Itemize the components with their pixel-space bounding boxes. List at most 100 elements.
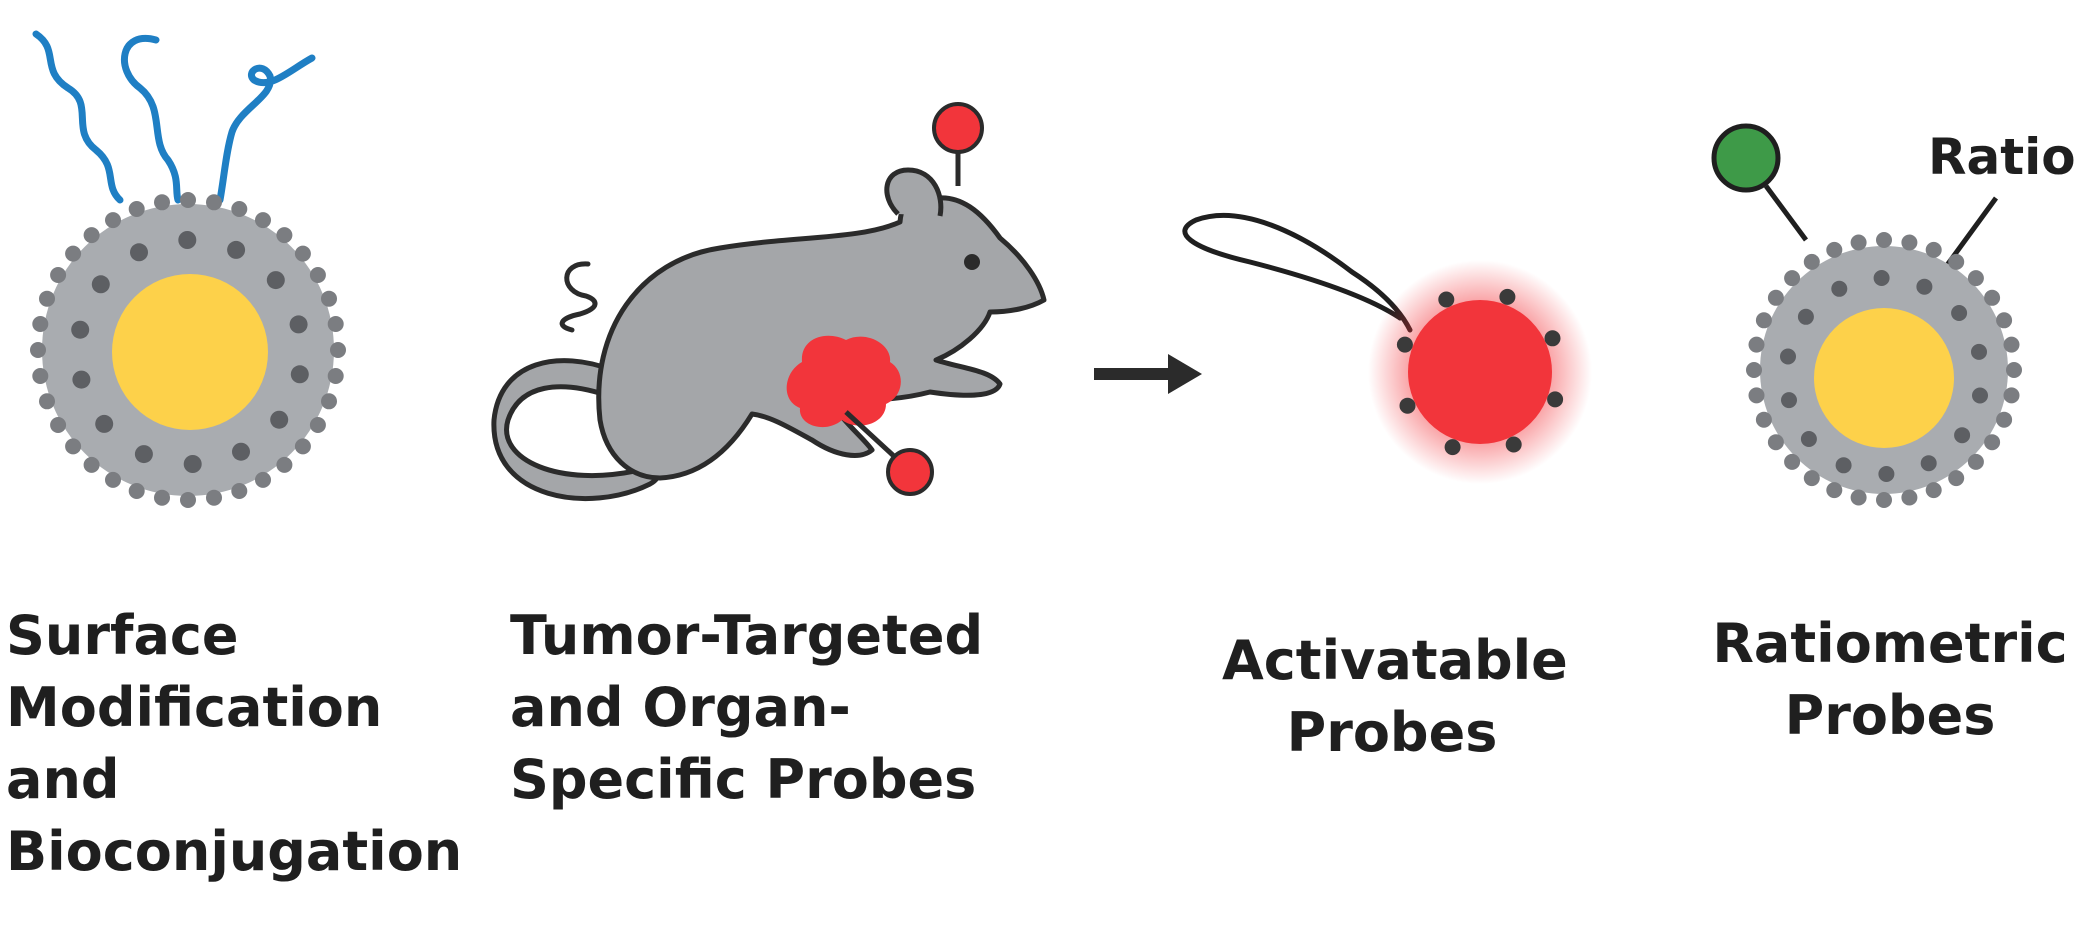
particle-dot bbox=[50, 417, 67, 433]
particle-dot bbox=[1803, 470, 1820, 487]
particle-dot bbox=[1396, 336, 1413, 353]
particle-dot bbox=[330, 342, 346, 358]
mouse-icon bbox=[491, 102, 1047, 502]
probe-head-top bbox=[932, 102, 984, 154]
particle-dot bbox=[1954, 427, 1971, 444]
particle-core bbox=[1814, 308, 1954, 448]
particle-dot bbox=[1784, 453, 1801, 470]
particle-dot bbox=[206, 194, 222, 211]
green-probe-head bbox=[1711, 123, 1781, 193]
particle-dot bbox=[1916, 278, 1933, 295]
particle-dot bbox=[65, 245, 82, 262]
particle-dot bbox=[1984, 434, 2001, 451]
particle-dot bbox=[180, 492, 196, 508]
particle-dot bbox=[1835, 457, 1852, 474]
particle-dot bbox=[1780, 348, 1796, 365]
particle-dot bbox=[1925, 241, 1942, 258]
particle-dot bbox=[309, 267, 326, 283]
particle-dot bbox=[1826, 482, 1843, 499]
particle-dot bbox=[1996, 411, 2013, 428]
particle-dot bbox=[1797, 308, 1814, 325]
particle-dot bbox=[206, 489, 222, 506]
particle-dot bbox=[1755, 411, 1772, 428]
surface-dots bbox=[1746, 232, 2022, 508]
particle-dot bbox=[1444, 439, 1461, 456]
mouse-ear bbox=[884, 167, 944, 217]
particle-dot bbox=[1925, 482, 1942, 499]
particle-dot bbox=[1850, 489, 1867, 506]
ligand-chains bbox=[32, 30, 316, 204]
particle-dot bbox=[72, 370, 91, 389]
caption-line: Specific Probes bbox=[510, 748, 977, 811]
particle-dot bbox=[1876, 232, 1892, 248]
particle-dot bbox=[128, 483, 145, 499]
caption-line: Modification bbox=[6, 676, 383, 739]
particle-core bbox=[112, 274, 268, 430]
particle-dot bbox=[183, 455, 202, 473]
particle-dot bbox=[1748, 336, 1765, 353]
particle-dot bbox=[83, 227, 100, 244]
particle-dot bbox=[1901, 234, 1918, 251]
particle-dot bbox=[321, 290, 337, 307]
caption-ratiometric: Ratiometric Probes bbox=[1700, 608, 2080, 752]
particle-dot bbox=[32, 316, 49, 332]
particle-dot bbox=[1505, 436, 1522, 453]
particle-dot bbox=[2003, 387, 2020, 404]
particle-dot bbox=[1951, 305, 1968, 321]
mouse-body bbox=[596, 190, 1047, 481]
particle-dot bbox=[294, 245, 311, 262]
particle-dot bbox=[154, 194, 170, 211]
particle-dot bbox=[2003, 336, 2020, 353]
arrow-icon bbox=[1094, 354, 1202, 394]
caption-surface-modification: Surface Modification and Bioconjugation bbox=[6, 600, 462, 888]
probe-head-tumor bbox=[886, 448, 934, 496]
particle-dot bbox=[1803, 253, 1820, 270]
probe-dots bbox=[1396, 288, 1564, 456]
particle-dot bbox=[32, 368, 49, 384]
mouse-whisker bbox=[559, 261, 598, 333]
caption-activatable: Activatable Probes bbox=[1222, 625, 1568, 769]
probe-core bbox=[1408, 300, 1552, 444]
particle-dot bbox=[1755, 312, 1772, 329]
shell-dots bbox=[71, 231, 309, 473]
particle-dot bbox=[1901, 489, 1918, 506]
caption-tumor-targeted: Tumor-Targeted and Organ- Specific Probe… bbox=[510, 600, 983, 816]
particle-dot bbox=[130, 243, 148, 262]
particle-dot bbox=[276, 227, 293, 244]
particle-dot bbox=[180, 192, 196, 208]
particle-dot bbox=[30, 342, 46, 358]
particle-dot bbox=[255, 212, 271, 229]
particle-dot bbox=[327, 316, 344, 332]
particle-dot bbox=[2006, 362, 2022, 378]
particle-dot bbox=[91, 275, 110, 294]
particle-dot bbox=[1746, 362, 1762, 378]
particle-dot bbox=[39, 290, 55, 307]
caption-line: Activatable bbox=[1222, 629, 1568, 692]
particle-dot bbox=[1748, 387, 1765, 404]
particle-dot bbox=[1767, 289, 1784, 306]
particle-dot bbox=[65, 438, 82, 455]
particle-dot bbox=[1920, 455, 1937, 472]
particle-dot bbox=[1547, 391, 1564, 408]
particle-dot bbox=[1967, 270, 1984, 287]
particle-dot bbox=[276, 456, 293, 473]
caption-line: Probes bbox=[1286, 701, 1498, 764]
particle-dot bbox=[1972, 387, 1988, 404]
tumor-icon bbox=[786, 335, 901, 428]
particle-dot bbox=[266, 271, 285, 290]
particle-dot bbox=[327, 368, 344, 384]
particle-dot bbox=[294, 438, 311, 455]
particle-dot bbox=[39, 393, 55, 410]
caption-line: Bioconjugation bbox=[6, 820, 463, 883]
particle-dot bbox=[1438, 291, 1455, 308]
particle-dot bbox=[290, 365, 309, 384]
mouse-eye bbox=[964, 254, 980, 270]
shell-dots bbox=[1780, 270, 1988, 482]
particle-dot bbox=[1996, 312, 2013, 329]
particle-dot bbox=[270, 410, 289, 429]
particle-dot bbox=[231, 483, 248, 499]
particle-dot bbox=[255, 471, 271, 488]
particle-dot bbox=[95, 414, 114, 433]
particle-dot bbox=[1873, 270, 1890, 286]
